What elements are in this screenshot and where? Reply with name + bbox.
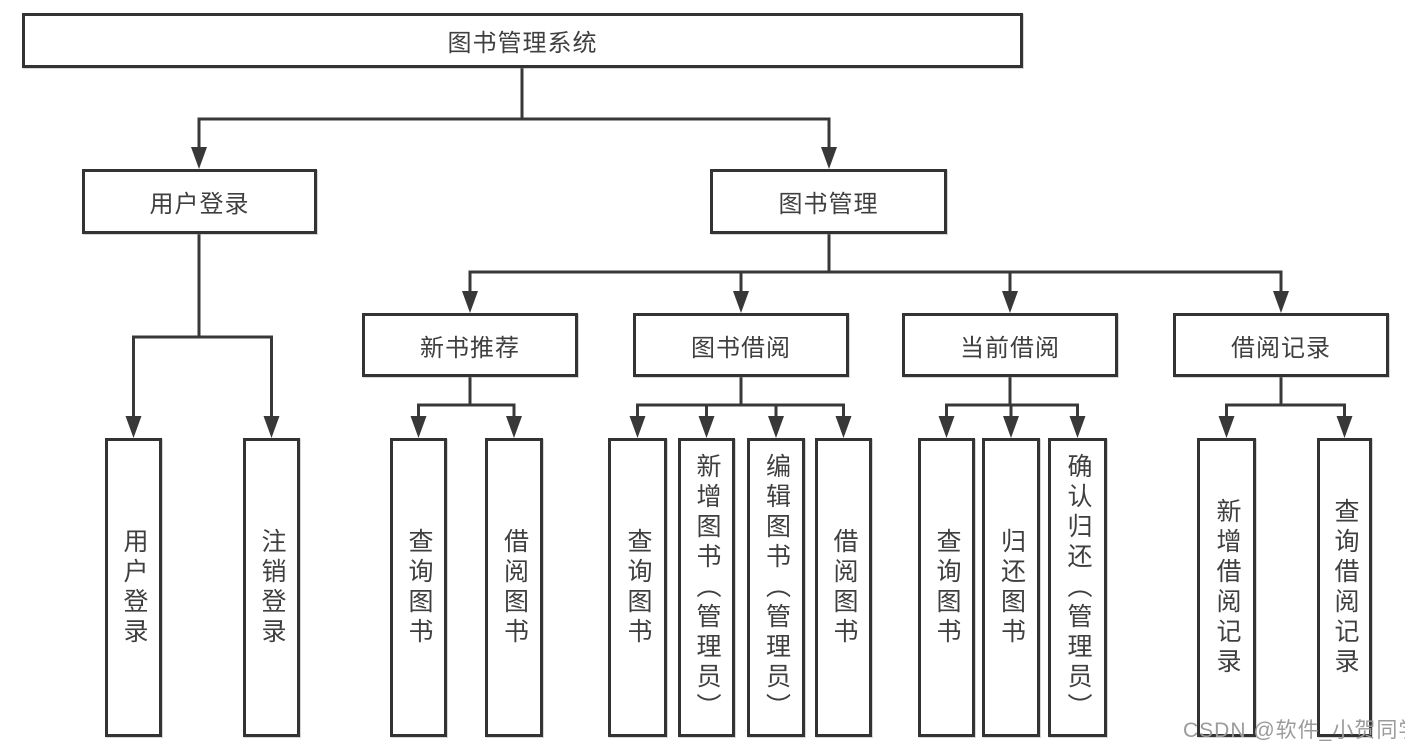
node-current-borrow: 当前借阅 xyxy=(902,313,1118,377)
node-leaf-return-books: 归还图书 xyxy=(982,438,1040,737)
node-root: 图书管理系统 xyxy=(22,13,1023,68)
node-leaf-confirm-return-admin-label: 确认归还（管理员） xyxy=(1064,452,1092,723)
node-new-book-recommend: 新书推荐 xyxy=(362,313,578,377)
node-leaf-edit-book-admin: 编辑图书（管理员） xyxy=(747,438,805,737)
node-leaf-user-login: 用户登录 xyxy=(105,438,162,737)
node-book-management: 图书管理 xyxy=(710,169,947,234)
node-leaf-borrow-books-2: 借阅图书 xyxy=(815,438,872,737)
node-leaf-borrow-books-1-label: 借阅图书 xyxy=(500,527,529,648)
node-leaf-add-book-admin-label: 新增图书（管理员） xyxy=(693,452,721,723)
node-leaf-query-books-2-label: 查询图书 xyxy=(624,527,652,648)
node-leaf-user-login-label: 用户登录 xyxy=(120,527,148,648)
node-leaf-logout-label: 注销登录 xyxy=(258,527,286,648)
node-user-login: 用户登录 xyxy=(82,169,317,234)
node-leaf-return-books-label: 归还图书 xyxy=(997,527,1026,648)
node-leaf-borrow-books-1: 借阅图书 xyxy=(485,438,543,737)
node-leaf-confirm-return-admin: 确认归还（管理员） xyxy=(1048,438,1107,737)
node-leaf-query-books-3-label: 查询图书 xyxy=(933,527,961,648)
watermark: CSDN @软件_小贺同学 xyxy=(1183,719,1405,742)
node-leaf-edit-book-admin-label: 编辑图书（管理员） xyxy=(762,452,791,723)
node-leaf-add-borrow-record: 新增借阅记录 xyxy=(1197,438,1256,737)
node-leaf-query-books-2: 查询图书 xyxy=(608,438,667,737)
node-leaf-query-books-1: 查询图书 xyxy=(390,438,447,737)
node-leaf-query-borrow-record-label: 查询借阅记录 xyxy=(1331,497,1359,678)
node-leaf-add-borrow-record-label: 新增借阅记录 xyxy=(1213,497,1241,678)
node-leaf-add-book-admin: 新增图书（管理员） xyxy=(678,438,735,737)
node-leaf-query-books-3: 查询图书 xyxy=(918,438,975,737)
node-leaf-logout: 注销登录 xyxy=(243,438,300,737)
node-book-borrow: 图书借阅 xyxy=(633,313,849,377)
node-borrow-records: 借阅记录 xyxy=(1173,313,1389,377)
node-leaf-borrow-books-2-label: 借阅图书 xyxy=(830,527,858,648)
node-leaf-query-borrow-record: 查询借阅记录 xyxy=(1317,438,1372,737)
node-leaf-query-books-1-label: 查询图书 xyxy=(405,527,433,648)
